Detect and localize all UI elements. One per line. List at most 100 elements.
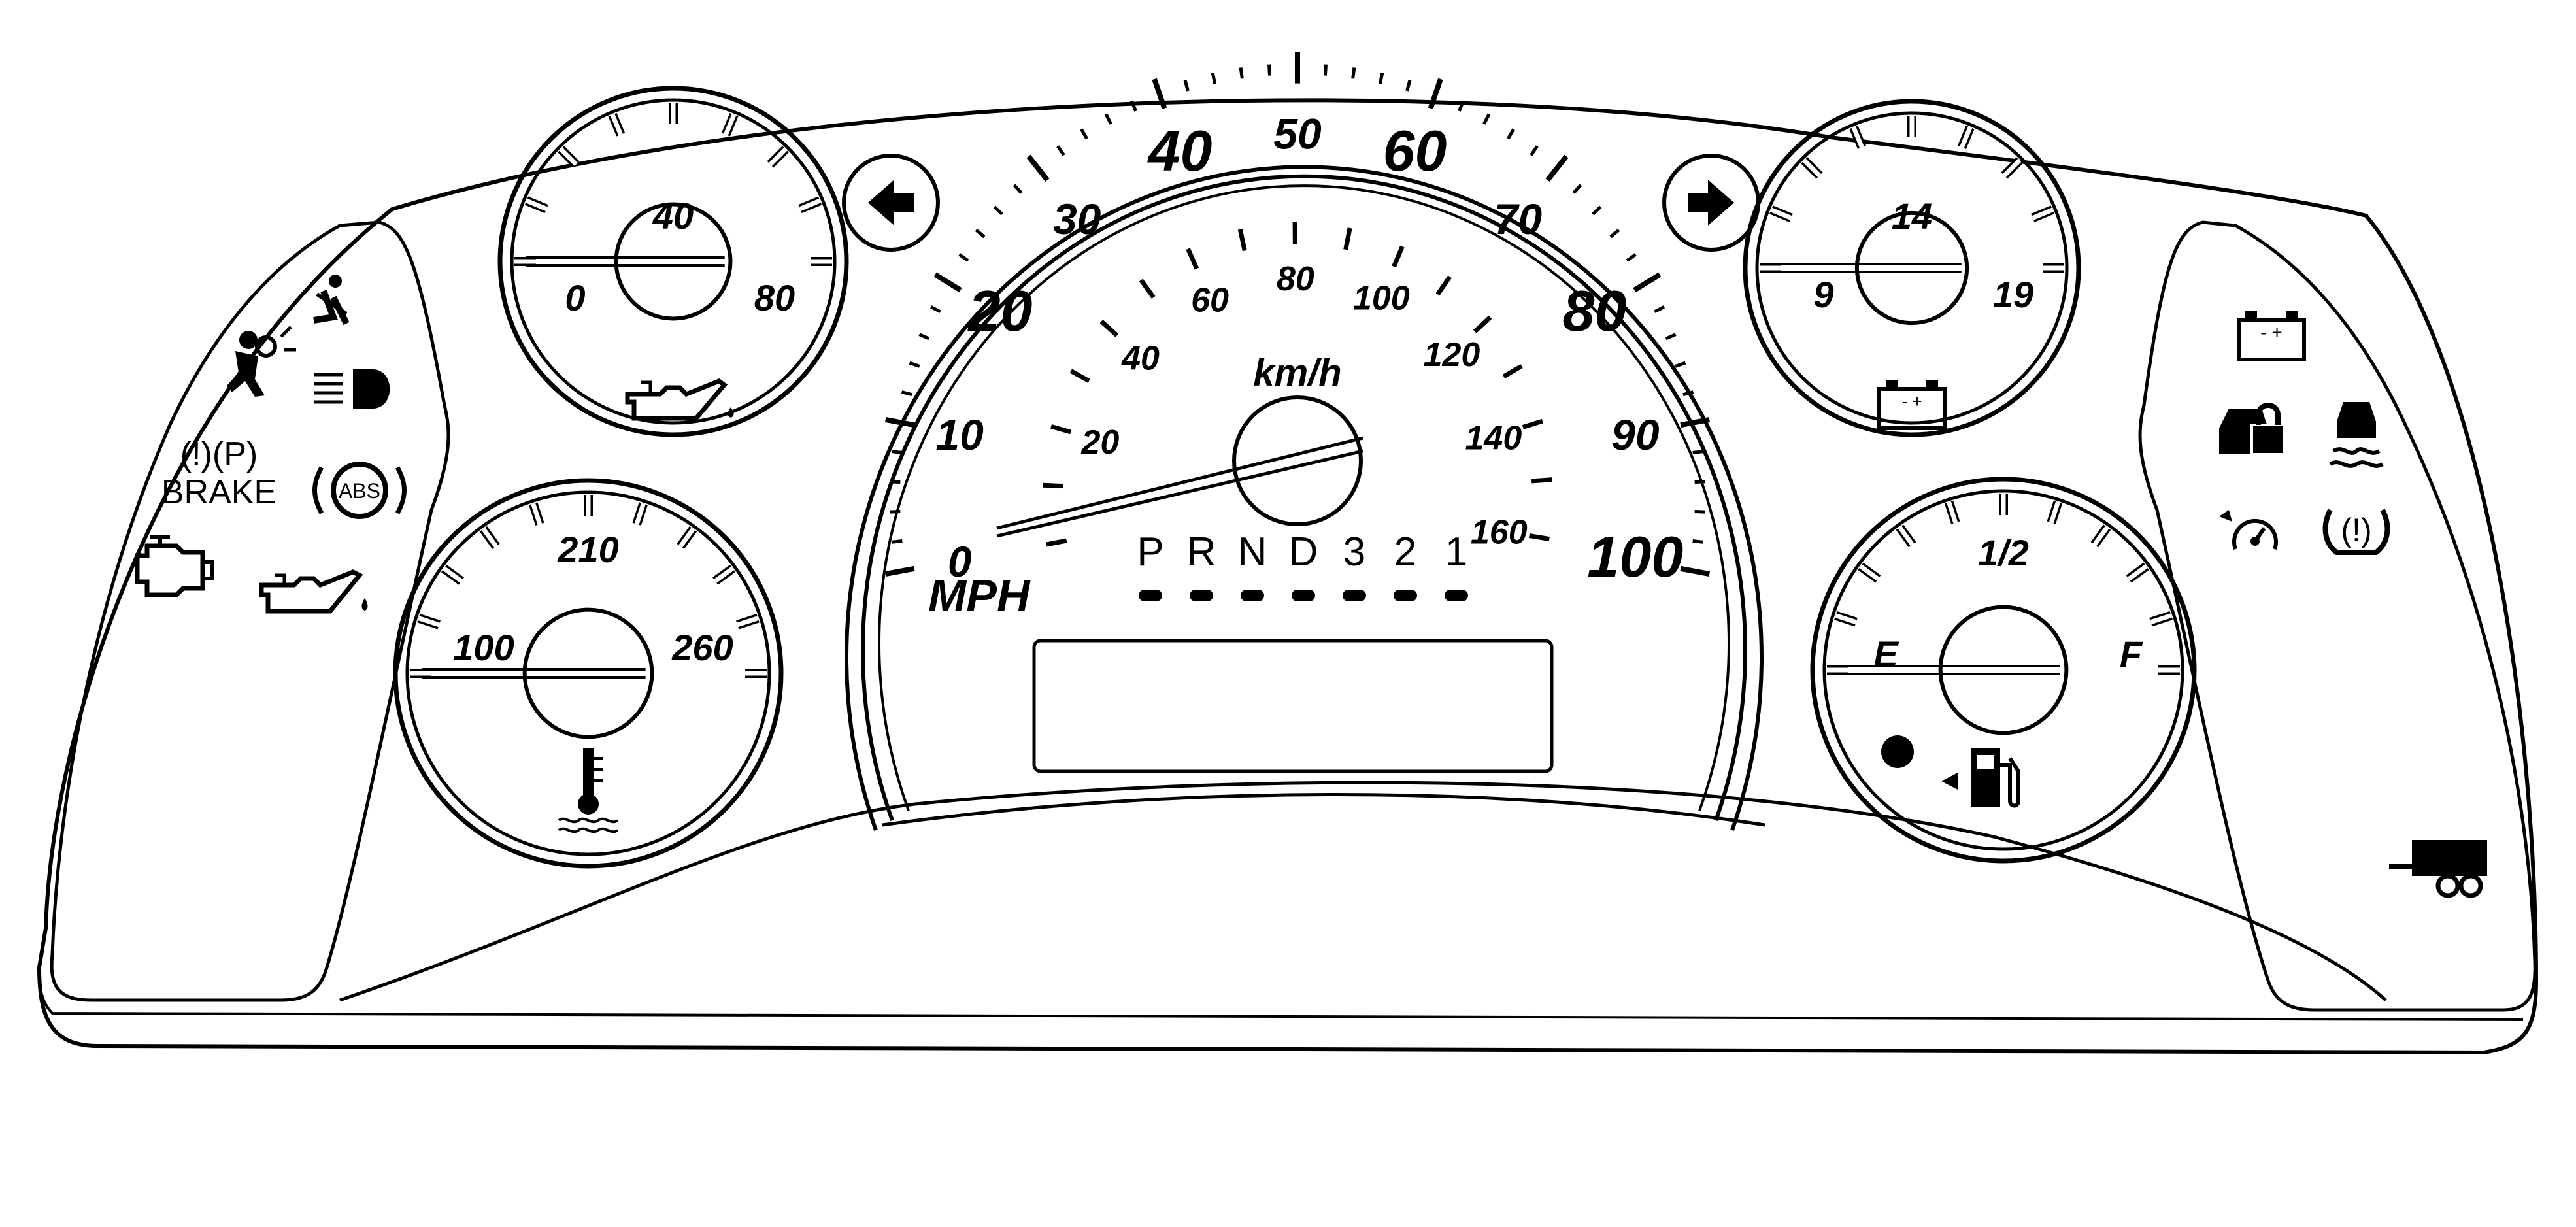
mph-tick xyxy=(960,254,968,261)
kmh-tick xyxy=(1071,371,1089,380)
kmh-tick xyxy=(1046,541,1067,545)
gauge-label: 0 xyxy=(565,277,585,318)
mph-tick xyxy=(1548,156,1567,180)
mph-tick xyxy=(1353,67,1354,78)
gauge-label: 1/2 xyxy=(1978,532,2029,573)
prndl-dot xyxy=(1343,590,1366,601)
kmh-label: 140 xyxy=(1465,419,1522,457)
kmh-tick xyxy=(1530,535,1550,539)
gauge-label: 40 xyxy=(652,195,694,237)
kmh-label: 120 xyxy=(1424,336,1480,374)
mph-tick xyxy=(1380,73,1382,84)
kmh-tick xyxy=(1240,229,1245,251)
mph-tick xyxy=(1654,307,1664,311)
mph-tick xyxy=(886,420,914,425)
mph-tick xyxy=(1693,452,1703,453)
right-turn-signal xyxy=(1664,156,1758,250)
prndl-dot xyxy=(1190,590,1213,601)
headlamp-icon xyxy=(314,369,390,409)
kmh-tick xyxy=(1437,277,1450,294)
prndl-dot xyxy=(1241,590,1264,601)
kmh-tick xyxy=(1043,485,1063,486)
mph-tick xyxy=(892,452,902,453)
brake-symbols: (!)(P) xyxy=(180,435,258,473)
fuel-pump-icon xyxy=(1941,748,2018,807)
fuel-door-indicator xyxy=(1881,735,1914,768)
prndl-letter: 1 xyxy=(1445,529,1467,575)
prndl-letter: 2 xyxy=(1394,529,1416,575)
prndl-dot xyxy=(1292,590,1315,601)
tpms-symbol: (!) xyxy=(2341,512,2371,548)
kmh-label: 80 xyxy=(1277,260,1314,298)
kmh-unit-label: km/h xyxy=(1253,352,1341,394)
kmh-label: 160 xyxy=(1471,514,1528,552)
cruise-icon xyxy=(2219,510,2276,549)
mph-tick xyxy=(1029,156,1048,180)
left-arrow-icon xyxy=(868,180,914,226)
trailer-icon xyxy=(2389,840,2487,896)
mph-tick xyxy=(1185,80,1188,91)
mph-tick xyxy=(1634,275,1660,290)
battery-symbol: - + xyxy=(2260,322,2282,343)
kmh-tick xyxy=(1531,480,1552,481)
kmh-label: 100 xyxy=(1353,280,1410,318)
mph-tick xyxy=(902,392,912,395)
gauge-label: 19 xyxy=(1993,274,2033,315)
mph-tick xyxy=(1241,67,1242,78)
mph-label: 100 xyxy=(1587,524,1683,589)
kmh-tick xyxy=(1051,426,1071,432)
mph-tick xyxy=(1484,114,1489,124)
cluster-housing xyxy=(39,100,2536,1052)
kmh-tick xyxy=(1346,228,1350,250)
mph-tick xyxy=(886,569,914,574)
battery-icon: - + xyxy=(2239,311,2304,360)
mph-tick xyxy=(994,207,1002,214)
abs-label: ABS xyxy=(339,479,380,503)
oil-pressure-icon xyxy=(261,572,368,611)
kmh-tick xyxy=(1188,249,1197,269)
mph-tick xyxy=(910,363,920,366)
gauge-hub xyxy=(1941,607,2067,733)
mph-label: 60 xyxy=(1383,118,1447,183)
mph-tick xyxy=(1693,541,1703,543)
gauge-label: E xyxy=(1873,633,1899,675)
mph-tick xyxy=(1213,73,1214,84)
mph-tick xyxy=(1508,129,1513,139)
mph-tick xyxy=(1573,185,1581,193)
prndl-letter: N xyxy=(1238,529,1267,575)
mph-label: 10 xyxy=(935,411,984,459)
check-engine-icon xyxy=(137,537,212,595)
thermometer-icon xyxy=(559,748,618,832)
gauge-hub xyxy=(525,610,652,737)
gauge-bezel-outer xyxy=(1745,101,2079,435)
gauge-label: 100 xyxy=(453,627,514,668)
mph-tick xyxy=(1325,65,1326,76)
mph-tick xyxy=(1627,254,1635,261)
gauge-label: 210 xyxy=(557,529,618,570)
mph-label: 50 xyxy=(1273,109,1322,158)
prndl-letter: D xyxy=(1289,529,1318,575)
mph-tick xyxy=(1058,146,1063,156)
fuel-gauge: E1/2F xyxy=(1813,479,2194,861)
mph-label: 20 xyxy=(967,278,1033,343)
abs-icon: ABS xyxy=(315,464,405,516)
mph-label: 80 xyxy=(1563,278,1627,343)
mph-tick xyxy=(919,335,929,339)
mph-tick xyxy=(1106,114,1111,124)
kmh-tick xyxy=(1475,317,1490,331)
mph-tick xyxy=(931,307,940,311)
gauge-label: 260 xyxy=(671,627,733,668)
left-warning-panel: (!)(P) BRAKE ABS xyxy=(52,222,448,1000)
kmh-tick xyxy=(1101,322,1117,335)
prndl-dot xyxy=(1394,590,1417,601)
mph-tick xyxy=(892,541,902,543)
mph-unit-label: MPH xyxy=(928,570,1031,621)
mph-tick xyxy=(1407,80,1410,91)
brake-icon: (!)(P) BRAKE xyxy=(161,435,276,511)
prndl-letter: P xyxy=(1137,529,1163,575)
